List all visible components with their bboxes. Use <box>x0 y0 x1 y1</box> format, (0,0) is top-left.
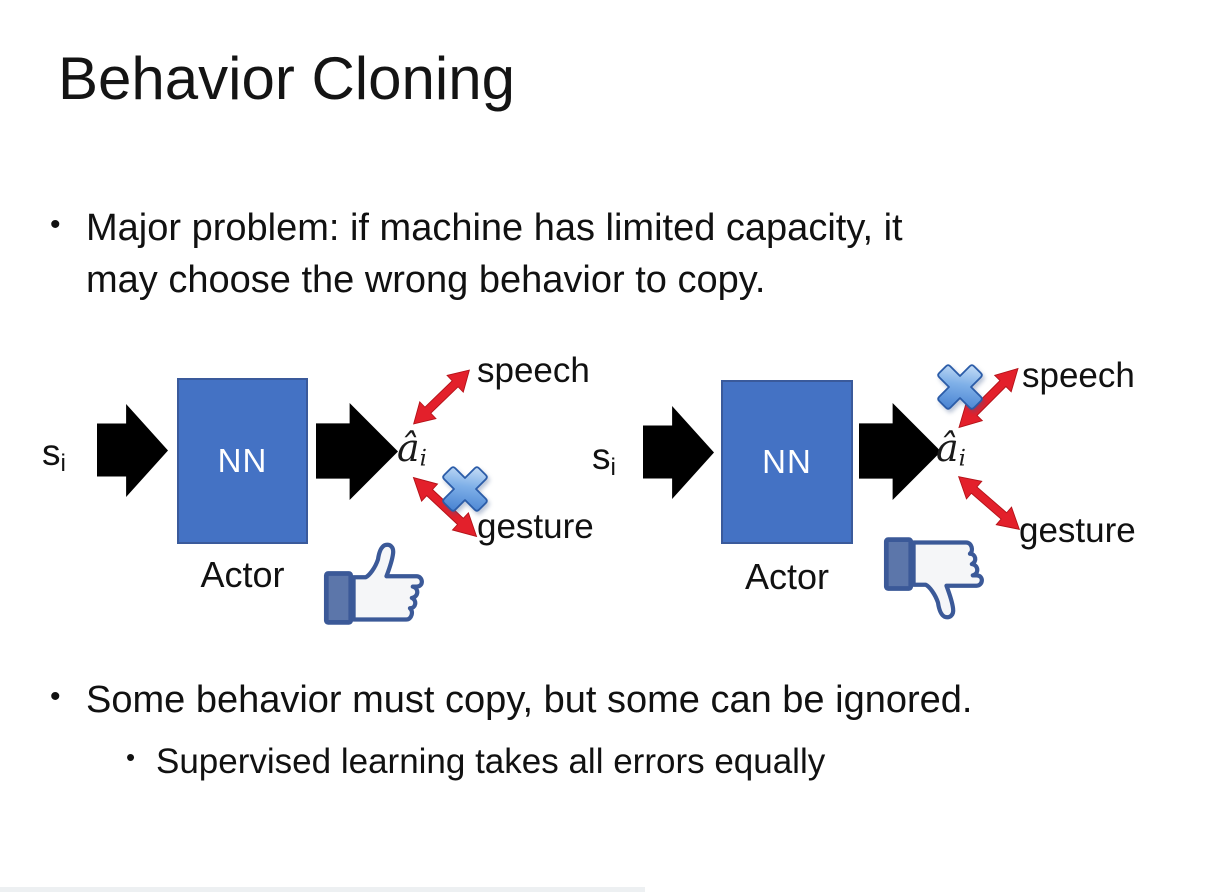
nn-box-label: NN <box>217 442 268 479</box>
bullet-dot-icon: • <box>50 680 61 713</box>
nn-box: NN <box>177 378 308 544</box>
gesture-arrow-icon <box>957 476 1021 530</box>
bottom-edge-strip <box>0 887 645 892</box>
bullet-major-problem-text: Major problem: if machine has limited ca… <box>86 202 903 307</box>
speech-arrow-icon <box>413 369 470 425</box>
thumbs-up-icon <box>323 542 424 625</box>
speech-label: speech <box>477 351 590 390</box>
bullet-dot-icon: • <box>50 208 61 241</box>
predicted-action-label: âi <box>397 426 427 472</box>
output-arrow-icon <box>859 403 941 500</box>
input-arrow-icon <box>97 404 168 497</box>
thumbs-down-icon <box>883 537 984 620</box>
page-title: Behavior Cloning <box>58 45 515 112</box>
bullet-line-2: may choose the wrong behavior to copy. <box>86 259 766 302</box>
cross-icon <box>937 364 983 410</box>
predicted-action-label: âi <box>936 426 966 472</box>
gesture-arrow-icon <box>412 476 478 538</box>
input-state-label: si <box>592 436 616 482</box>
nn-box-label: NN <box>762 443 812 480</box>
input-state-label: si <box>42 432 66 478</box>
bullet-dot-icon: • <box>126 742 136 772</box>
gesture-label: gesture <box>477 507 594 546</box>
bullet-line-1: Major problem: if machine has limited ca… <box>86 207 903 249</box>
nn-box: NN <box>721 380 853 544</box>
actor-label: Actor <box>200 554 285 595</box>
bullet-supervised-text: Supervised learning takes all errors equ… <box>156 742 826 781</box>
bullet-some-behavior-text: Some behavior must copy, but some can be… <box>86 679 973 721</box>
gesture-label: gesture <box>1019 511 1136 550</box>
bullet-some-behavior: • Some behavior must copy, but some can … <box>50 674 972 726</box>
bullet-supervised: • Supervised learning takes all errors e… <box>126 738 825 786</box>
output-arrow-icon <box>316 403 398 500</box>
speech-label: speech <box>1022 356 1135 395</box>
cross-icon <box>442 466 488 512</box>
bullet-major-problem: • Major problem: if machine has limited … <box>50 202 903 307</box>
actor-label: Actor <box>744 556 830 597</box>
input-arrow-icon <box>643 406 714 499</box>
